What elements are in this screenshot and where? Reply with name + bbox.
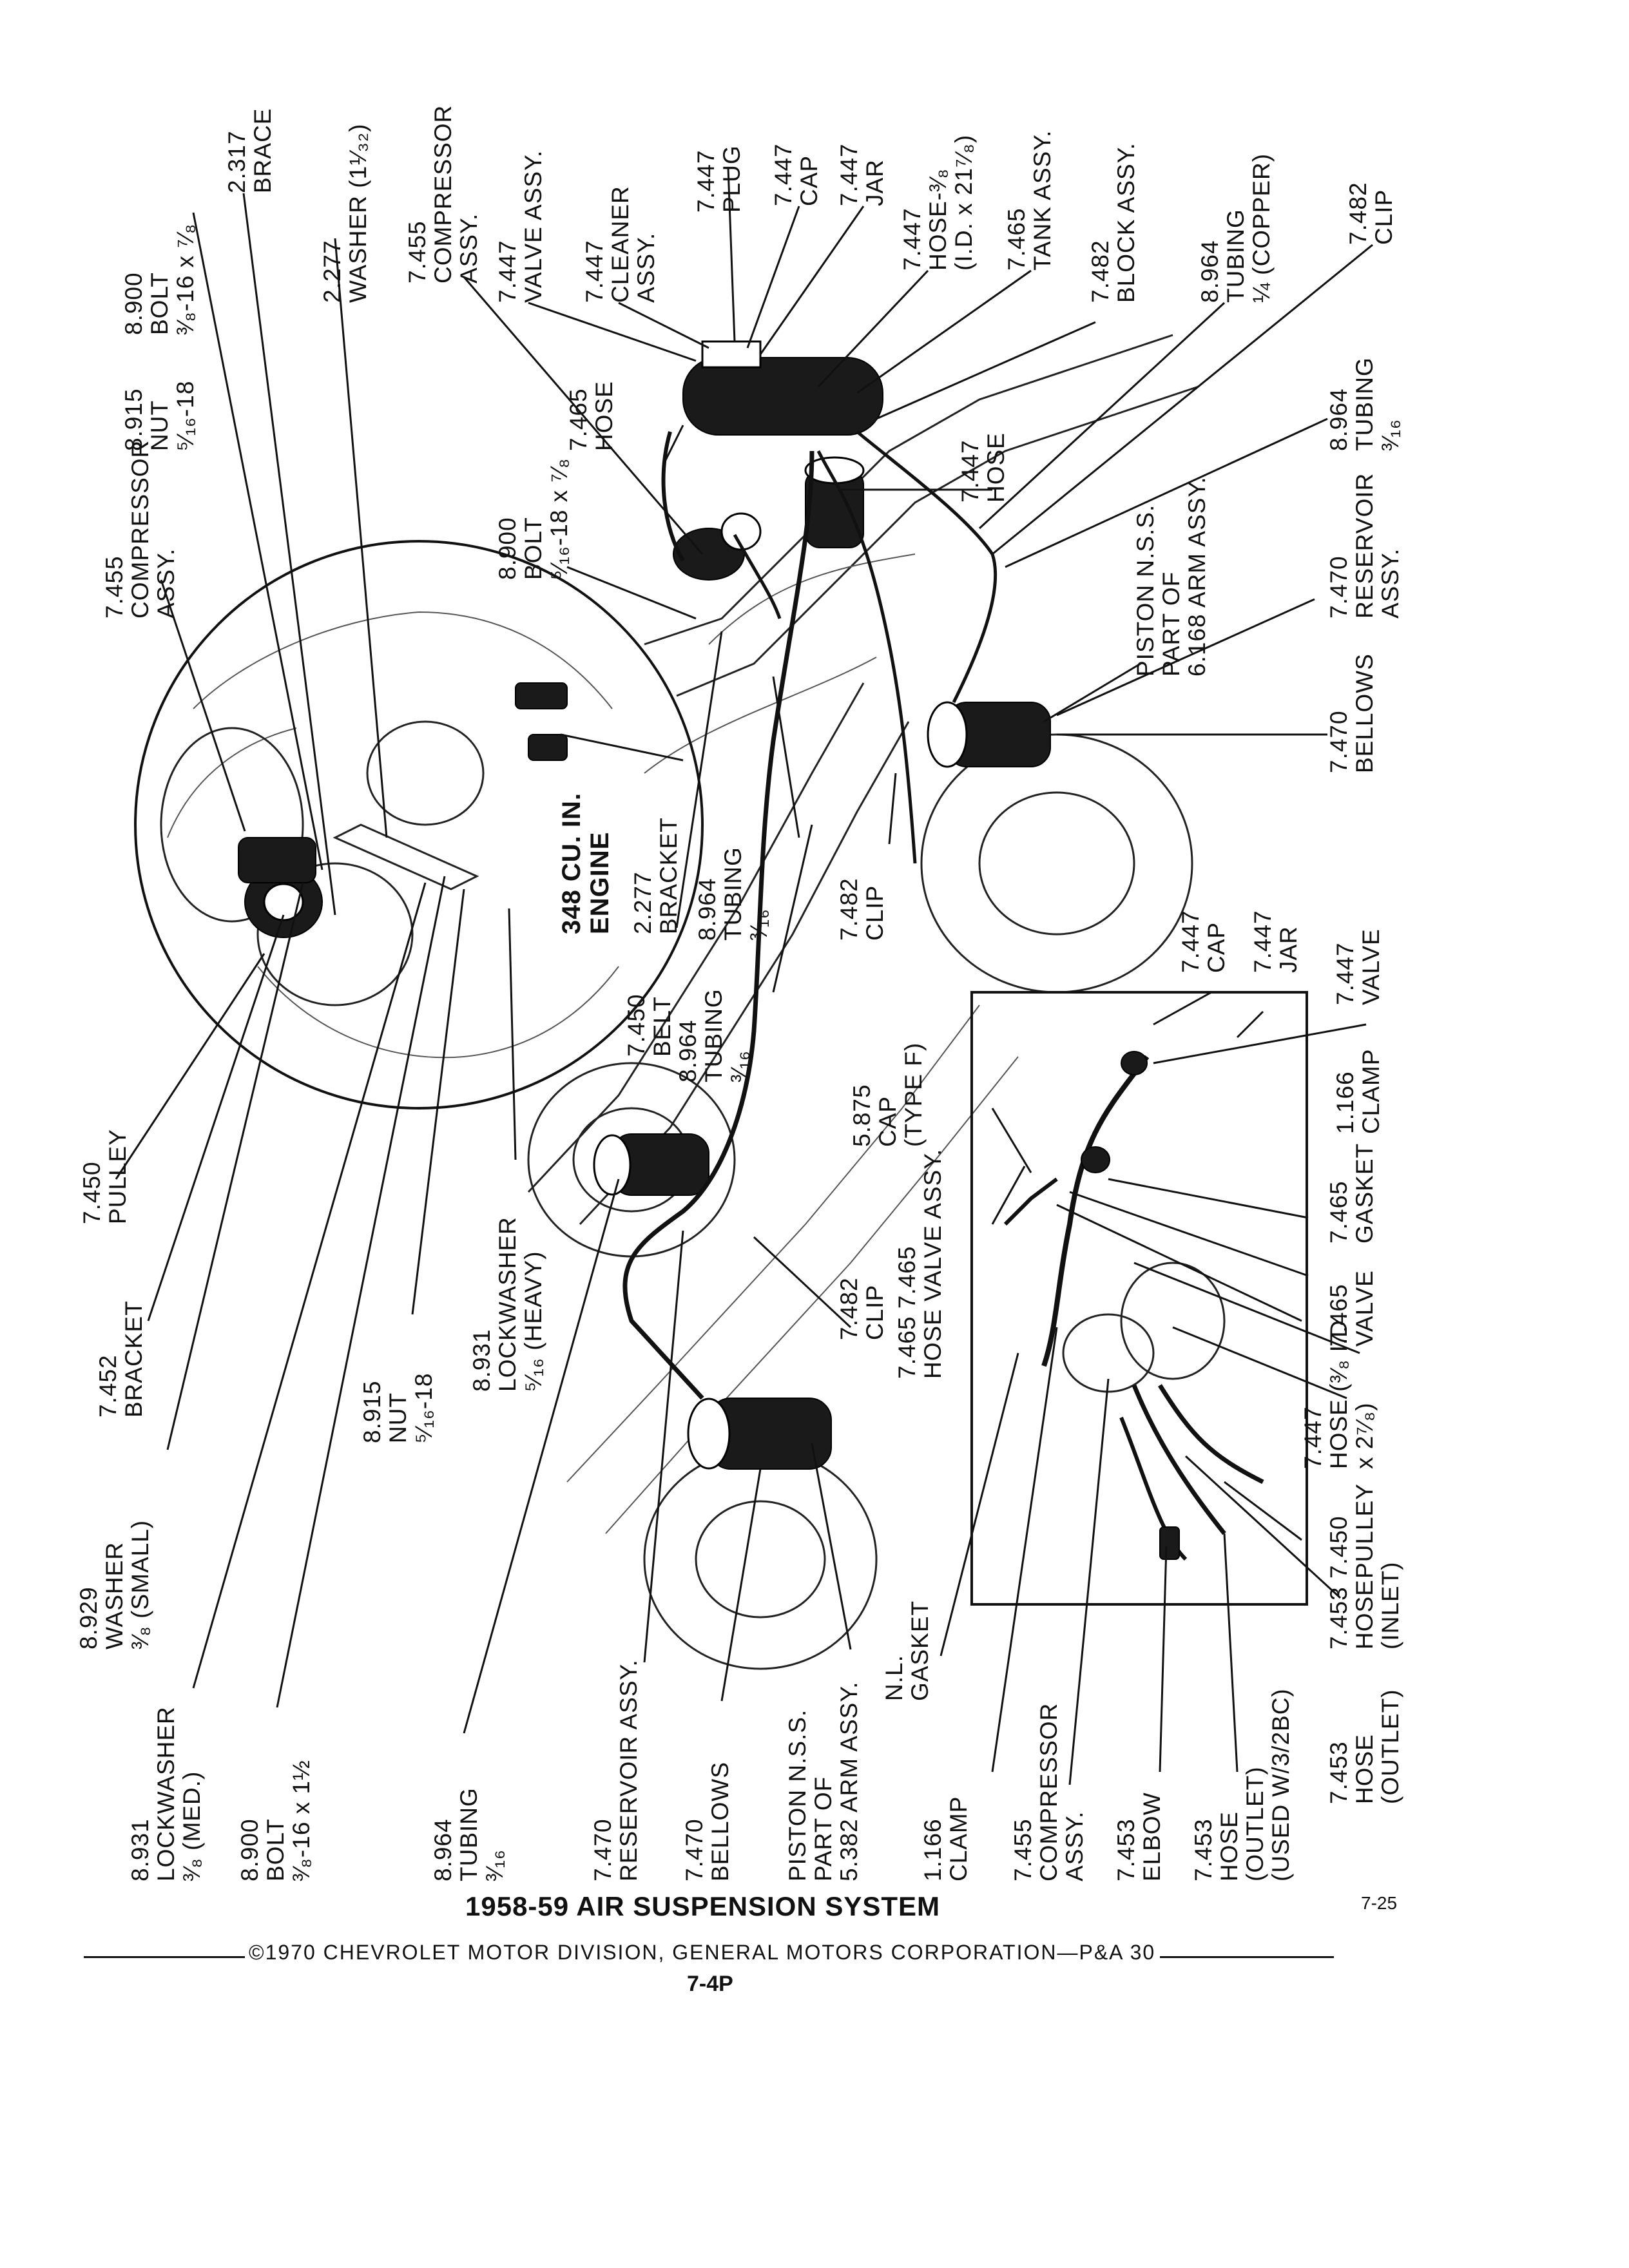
label-piston-front: PISTON N.S.S. PART OF 6.168 ARM ASSY.: [1132, 476, 1210, 677]
label-bolt-8900-bottom: 8.900 BOLT ³⁄₈-16 x 1½: [236, 1760, 314, 1881]
label-lockwasher-heavy: 8.931 LOCKWASHER ⁵⁄₁₆ (HEAVY): [468, 1209, 546, 1392]
label-valve-inset: 7.447 VALVE: [1332, 928, 1384, 1005]
engine-detail-art: [160, 611, 619, 1059]
label-hose-outlet-2bc: 7.453 HOSE (OUTLET) (USED W/3/2BC): [1190, 1688, 1294, 1881]
label-bolt-8900-mid: 8.900 BOLT ⁵⁄₁₆-18 x ⁷⁄₈: [494, 458, 572, 580]
label-hose-outlet: 7.453 HOSE (OUTLET): [1325, 1689, 1403, 1804]
reservoir-front: [804, 456, 865, 548]
label-washer-small: 8.929 WASHER ³⁄₈ (SMALL): [75, 1520, 153, 1649]
label-compressor-bottom: 7.455 COMPRESSOR ASSY.: [1010, 1695, 1088, 1881]
label-hose-inset: 7.447 HOSE (³⁄₈ I.D. x 2⁷⁄₈): [1300, 1305, 1378, 1469]
label-clip-top: 7.482 CLIP: [1345, 175, 1397, 245]
label-reservoir-rear: 7.470 RESERVOIR ASSY.: [590, 1659, 642, 1881]
label-elbow: 7.453 ELBOW: [1113, 1792, 1165, 1881]
page-number: 7-4P: [687, 1972, 733, 1996]
footer-rule-left: [84, 1956, 245, 1958]
copyright-line: ©1970 CHEVROLET MOTOR DIVISION, GENERAL …: [249, 1941, 1156, 1964]
label-bracket-7452: 7.452 BRACKET: [95, 1300, 147, 1418]
diagram-artwork: [134, 334, 1308, 1670]
front-wheel: [920, 733, 1193, 994]
rear-wheel-lower: [643, 1448, 878, 1670]
bellows-front: [927, 701, 1051, 768]
bellows-rear-upper: [593, 1133, 709, 1196]
label-tubing-bottom: 8.964 TUBING ³⁄₁₆: [430, 1780, 508, 1881]
label-hose-inlet: 7.453 HOSE (INLET): [1325, 1562, 1403, 1650]
label-clamp-inset: 1.166 CLAMP: [1332, 1049, 1384, 1134]
label-compressor-left: 7.455 COMPRESSOR ASSY.: [101, 432, 179, 619]
label-tubing-copper: 8.964 TUBING ¼ (COPPER): [1197, 153, 1275, 303]
engine-detail-circle: [134, 540, 704, 1110]
label-hose-valve-assy: 7.465 7.465 HOSE VALVE ASSY.: [894, 1149, 946, 1379]
label-pulley-inset: 7.450 PULLEY: [1325, 1483, 1378, 1579]
label-plug: 7.447 PLUG: [693, 142, 745, 213]
label-jar-inset: 7.447 JAR: [1249, 903, 1302, 973]
label-lockwasher-med: 8.931 LOCKWASHER ³⁄₈ (MED.): [127, 1699, 205, 1881]
tubing-main: [622, 450, 815, 1400]
label-cap-top: 7.447 CAP: [770, 136, 822, 206]
label-bolt-8900-top: 8.900 BOLT ³⁄₈-16 x ⁷⁄₈: [120, 224, 198, 335]
label-bracket-2277: 2.277 BRACKET: [630, 817, 682, 934]
label-clip-rear: 7.482 CLIP: [836, 1270, 888, 1340]
label-tubing-belt: 8.964 TUBING ³⁄₁₆: [675, 981, 753, 1082]
label-hose-7465-top: 7.465 HOSE: [565, 381, 617, 451]
label-tank-assy: 7.465 TANK ASSY.: [1003, 130, 1055, 271]
label-reservoir-front: 7.470 RESERVOIR ASSY.: [1325, 465, 1403, 619]
label-belt: 7.450 BELT: [623, 986, 675, 1057]
label-cap-inset: 7.447 CAP: [1177, 903, 1229, 973]
label-valve-assy-top: 7.447 VALVE ASSY.: [494, 150, 546, 303]
tank-assy: [682, 340, 883, 436]
label-hose-7447-mid: 7.447 HOSE: [957, 432, 1009, 503]
label-nut-8915-bottom: 8.915 NUT ⁵⁄₁₆-18: [359, 1373, 437, 1443]
page-title: 1958-59 AIR SUSPENSION SYSTEM: [465, 1891, 941, 1921]
label-clamp-bottom: 1.166 CLAMP: [920, 1796, 972, 1881]
label-tubing-mid: 8.964 TUBING ³⁄₁₆: [694, 840, 772, 941]
label-bellows-front: 7.470 BELLOWS: [1325, 653, 1378, 773]
footer-rule-right: [1160, 1956, 1334, 1958]
bellows-rear-lower: [687, 1398, 832, 1470]
label-washer-2277: 2.277 WASHER (1¹⁄₃₂): [319, 124, 371, 303]
label-cleaner-assy: 7.447 CLEANER ASSY.: [581, 178, 659, 303]
engine-note: 348 CU. IN. ENGINE: [557, 785, 614, 934]
compressor-upper: [673, 512, 762, 581]
label-tubing-top-right: 8.964 TUBING ³⁄₁₆: [1325, 350, 1403, 451]
label-hose-top: 7.447 HOSE-³⁄₈ (I.D. x 21⁷⁄₈): [899, 135, 977, 271]
label-jar-top: 7.447 JAR: [836, 136, 888, 206]
label-bellows-rear: 7.470 BELLOWS: [681, 1762, 733, 1881]
label-valve-7465: 7.465 VALVE: [1325, 1270, 1378, 1347]
label-clip-mid: 7.482 CLIP: [836, 870, 888, 941]
label-block-assy: 7.482 BLOCK ASSY.: [1087, 142, 1139, 303]
label-compressor-top: 7.455 COMPRESSOR ASSY.: [404, 97, 482, 284]
label-piston-rear: PISTON N.S.S. PART OF 5.382 ARM ASSY.: [784, 1681, 862, 1881]
label-cap-type-f: 5.875 CAP (TYPE F): [849, 1043, 927, 1147]
label-valve-gasket: 7.465 GASKET: [1325, 1143, 1378, 1244]
label-nut-8915-top: 8.915 NUT ⁵⁄₁₆-18: [120, 381, 198, 451]
label-brace: 2.317 BRACE: [224, 108, 276, 193]
valve-detail-art: [1003, 1051, 1264, 1561]
leader-lines: [115, 167, 1373, 1785]
callout-labels: 2.317 BRACE 2.277 WASHER (1¹⁄₃₂) 7.455 C…: [75, 97, 1403, 1881]
figure-code: 7-25: [1361, 1893, 1398, 1913]
label-pulley: 7.450 PULLEY: [79, 1129, 131, 1224]
valve-detail-inset: [970, 991, 1308, 1606]
label-gasket-nl: N.L. GASKET: [881, 1600, 933, 1701]
